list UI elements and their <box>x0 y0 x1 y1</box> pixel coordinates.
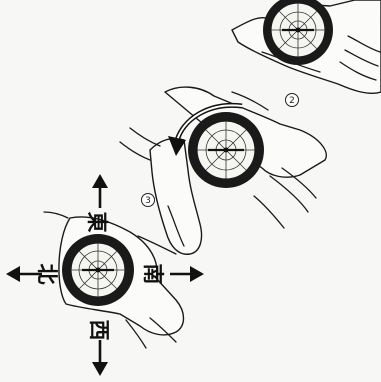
direction-label-north: 北 <box>35 264 60 285</box>
compass-bottom <box>62 234 134 306</box>
step-3-marker: 3 <box>142 194 155 207</box>
compass-middle <box>188 112 264 188</box>
arrow-down-icon <box>92 340 108 376</box>
hand-with-compass-top <box>232 0 381 93</box>
hands-rotating-compass <box>120 87 326 254</box>
svg-text:3: 3 <box>145 196 151 206</box>
direction-label-south: 南 <box>141 264 166 285</box>
arrow-up-icon <box>92 174 108 208</box>
svg-text:2: 2 <box>289 96 295 106</box>
step-2-marker: 2 <box>286 94 299 107</box>
direction-label-west: 西 <box>87 320 112 341</box>
direction-label-east: 東 <box>85 212 110 233</box>
arrow-right-icon <box>170 266 204 282</box>
